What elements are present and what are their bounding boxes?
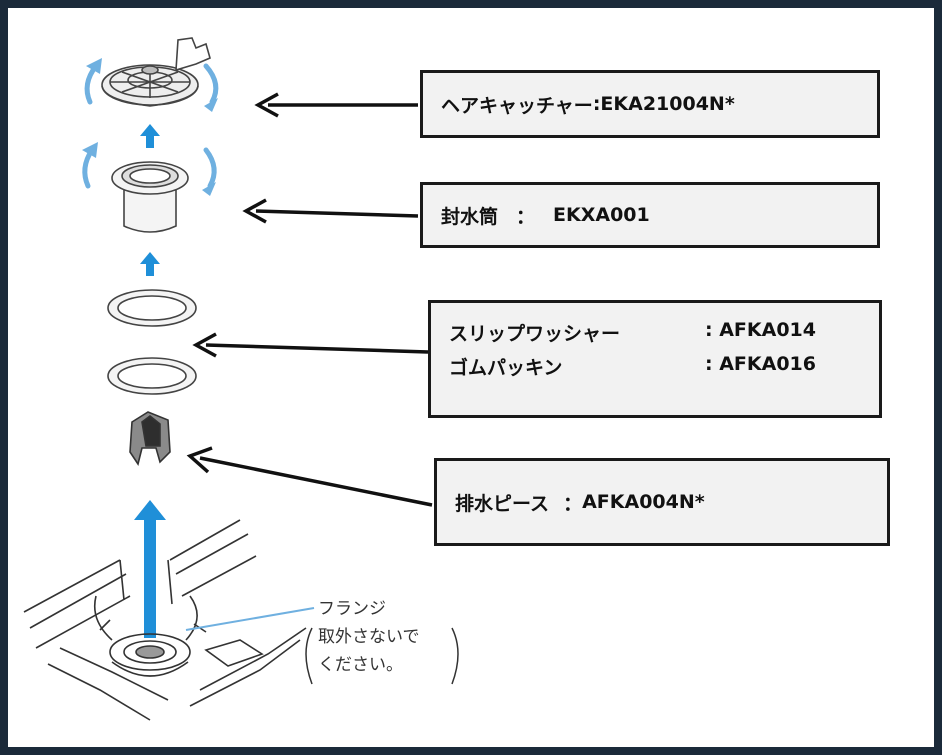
svg-text:取外さないで: 取外さないで — [318, 627, 420, 647]
slip-washer-part — [107, 289, 197, 327]
separator: ： — [563, 492, 583, 515]
leader-arrows — [186, 92, 433, 507]
svg-text:ください。: ください。 — [318, 655, 403, 675]
label-drain-piece: 排水ピース ： AFKA004N* — [434, 458, 890, 546]
rubber-packing-part — [107, 357, 197, 395]
part-name: ヘアキャッチャー — [441, 94, 593, 117]
up-arrow-icon — [140, 124, 160, 148]
seal-tube-part — [111, 161, 189, 233]
up-arrow-icon — [140, 252, 160, 276]
part-code: : AFKA016 — [705, 353, 816, 375]
up-arrow-icon — [134, 500, 166, 638]
part-name: スリップワッシャー — [449, 323, 621, 345]
part-name: ゴムパッキン — [449, 357, 563, 379]
part-code: EKA21004N* — [600, 93, 735, 115]
label-seal-tube: 封水筒 ： EKXA001 — [420, 182, 880, 248]
separator: ： — [516, 205, 536, 228]
part-code: : AFKA014 — [705, 319, 816, 341]
part-code: EKXA001 — [553, 204, 650, 226]
part-name: 封水筒 — [441, 205, 499, 228]
label-washers: スリップワッシャー : AFKA014 ゴムパッキン : AFKA016 — [428, 300, 882, 418]
svg-text:フランジ: フランジ — [318, 599, 386, 619]
drain-body-sketch — [23, 519, 307, 721]
drain-piece-part — [129, 411, 171, 466]
hair-catcher-part — [101, 37, 211, 107]
part-name: 排水ピース — [455, 492, 550, 515]
part-code: AFKA004N* — [582, 491, 705, 513]
separator: : — [592, 93, 601, 115]
label-hair-catcher: ヘアキャッチャー : EKA21004N* — [420, 70, 880, 138]
slip-washer-row: スリップワッシャー : AFKA014 — [449, 319, 879, 353]
flange-leader-line — [185, 607, 315, 631]
rubber-packing-row: ゴムパッキン : AFKA016 — [449, 353, 879, 387]
flange-note: フランジ 取外さないで ください。 — [305, 599, 459, 685]
